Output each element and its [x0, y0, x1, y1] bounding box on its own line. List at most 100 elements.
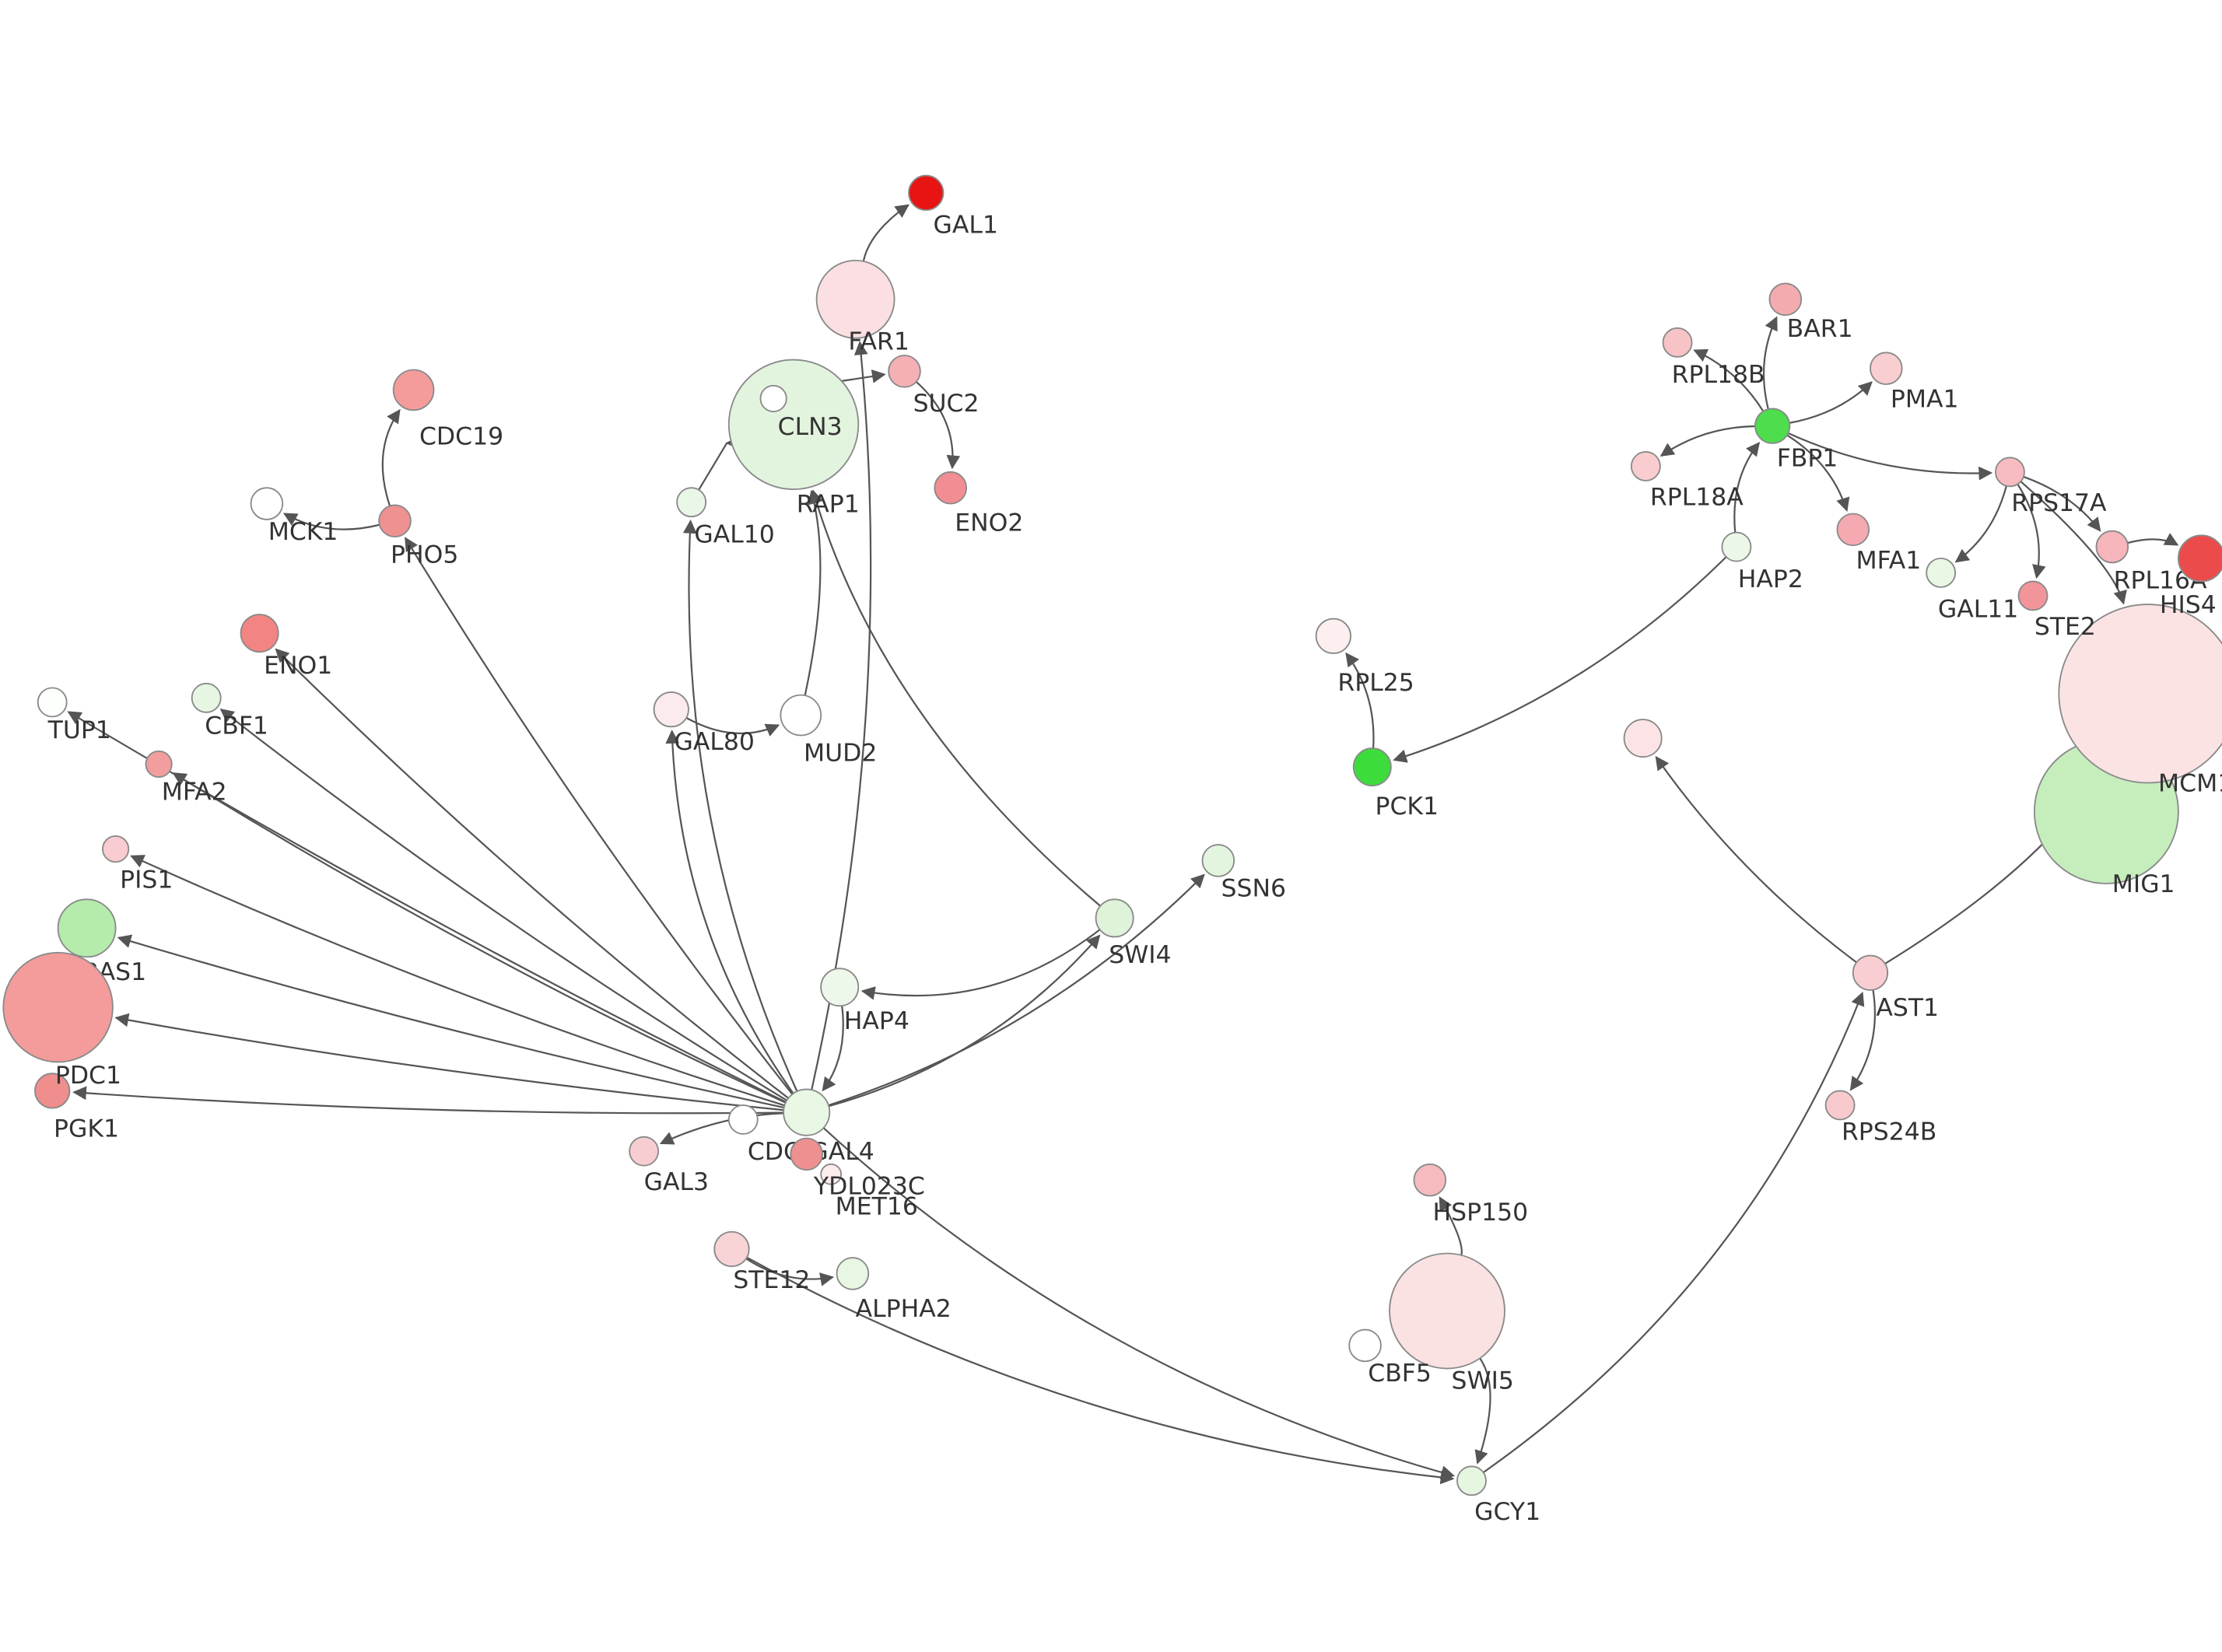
node-ENO1[interactable] — [240, 614, 279, 653]
edge-GAL4-ENO1[interactable] — [275, 648, 790, 1099]
node-CBF1[interactable] — [191, 682, 222, 713]
edge-GAL4-PDC1[interactable] — [114, 1013, 784, 1111]
node-MCM1[interactable] — [2058, 604, 2222, 784]
node-PGK1[interactable] — [34, 1073, 71, 1109]
edge-SWI4-HAP4[interactable] — [860, 929, 1101, 1000]
edge-FAR1-GAL1[interactable] — [862, 204, 909, 262]
edge-GAL4-TUP1[interactable] — [67, 711, 787, 1104]
edge-GAL4-GAL10[interactable] — [682, 519, 798, 1092]
node-TUP1[interactable] — [37, 687, 68, 718]
edge-GAL4-SWI4[interactable] — [828, 934, 1101, 1108]
node-SSN6[interactable] — [1201, 844, 1235, 877]
node-PIS1[interactable] — [102, 835, 130, 863]
node-GAL3[interactable] — [629, 1136, 660, 1167]
edge-RPL16A-HIS4[interactable] — [2127, 533, 2179, 546]
node-MCK1[interactable] — [250, 487, 284, 520]
edge-GAL4-PHO5[interactable] — [405, 537, 794, 1095]
edge-PHO5-CDC19[interactable] — [381, 408, 401, 506]
edge-FBP1-RPL18A[interactable] — [1659, 425, 1755, 457]
edge-GAL4-CBF1[interactable] — [219, 709, 787, 1101]
node-HAP4[interactable] — [820, 968, 860, 1007]
edge-GAL4-PIS1[interactable] — [130, 855, 785, 1107]
edge-SUC2-ENO2[interactable] — [915, 381, 961, 470]
edge-PHO5-MCK1[interactable] — [282, 513, 380, 530]
node-GCY1[interactable] — [1456, 1465, 1487, 1496]
node-RPS24B[interactable] — [1824, 1090, 1856, 1121]
edge-RPS17A-GAL11[interactable] — [1954, 485, 2007, 563]
edge-FBP1-PMA1[interactable] — [1789, 381, 1873, 424]
node-PDC1[interactable] — [2, 951, 114, 1063]
node-RAP1[interactable] — [727, 359, 860, 490]
node-PHO5[interactable] — [378, 504, 412, 538]
edge-PCK1-RPL25[interactable] — [1345, 652, 1375, 749]
edge-GAL4-RAS1[interactable] — [117, 934, 785, 1109]
edge-GAL4-SSN6[interactable] — [828, 873, 1205, 1107]
node-GAL10[interactable] — [676, 487, 707, 518]
node-MFA2[interactable] — [145, 750, 173, 779]
edge-FBP1-RPL18B[interactable] — [1693, 348, 1765, 412]
node-SUC2[interactable] — [888, 355, 921, 388]
edge-MUD2-RAP1[interactable] — [804, 489, 822, 696]
edge-GAL4-PGK1[interactable] — [72, 1086, 784, 1115]
node-RPL18A[interactable] — [1630, 451, 1661, 481]
edge-RPS17A-RPL16A[interactable] — [2023, 475, 2101, 532]
edge-HAP2-PCK1[interactable] — [1393, 556, 1727, 763]
node-SWI5[interactable] — [1389, 1252, 1505, 1370]
node-BAR1[interactable] — [1768, 282, 1803, 317]
node-ALPHA2[interactable] — [836, 1257, 870, 1290]
node-CDC19[interactable] — [392, 369, 435, 411]
node-GAL1[interactable] — [908, 174, 945, 212]
node-SWI4[interactable] — [1095, 898, 1134, 938]
node-RPL16A[interactable] — [2095, 530, 2129, 564]
node-NODE_U[interactable] — [1623, 719, 1663, 758]
node-HAP2[interactable] — [1721, 531, 1752, 562]
node-RPS17A[interactable] — [1995, 457, 2025, 488]
edge-FBP1-MFA1[interactable] — [1786, 434, 1850, 512]
edge-RPS17A-MCM1[interactable] — [2020, 481, 2127, 605]
node-HIS4[interactable] — [2177, 534, 2222, 583]
edge-FBP1-RPS17A[interactable] — [1787, 432, 1993, 481]
node-GAL11[interactable] — [1926, 557, 1957, 588]
edge-SWI5-HSP150[interactable] — [1439, 1196, 1463, 1255]
node-MFA1[interactable] — [1836, 513, 1870, 547]
node-RAS1[interactable] — [57, 898, 117, 958]
node-FAR1[interactable] — [815, 259, 895, 339]
edge-GAL4-GCY1[interactable] — [822, 1127, 1456, 1479]
edge-GAL4-GAL80[interactable] — [665, 730, 794, 1094]
node-CBF5[interactable] — [1348, 1328, 1382, 1363]
node-label-GAL10: GAL10 — [694, 521, 774, 549]
edge-GAL10-RAP1[interactable] — [698, 441, 728, 491]
node-PCK1[interactable] — [1352, 747, 1392, 787]
edge-STE12-ALPHA2[interactable] — [745, 1258, 835, 1286]
edge-GAL80-MUD2[interactable] — [685, 716, 780, 737]
node-HSP150[interactable] — [1413, 1163, 1447, 1197]
edge-FBP1-BAR1[interactable] — [1762, 316, 1778, 410]
node-ENO2[interactable] — [934, 471, 967, 505]
edge-HAP2-FBP1[interactable] — [1733, 442, 1761, 533]
edge-RPS17A-STE2[interactable] — [2017, 483, 2046, 579]
edge-STE12-GCY1[interactable] — [746, 1256, 1455, 1485]
node-FBP1[interactable] — [1754, 408, 1791, 444]
node-STE12[interactable] — [713, 1230, 750, 1268]
node-GAL4[interactable] — [783, 1088, 831, 1136]
node-CLN3[interactable] — [759, 384, 787, 413]
node-GAL80[interactable] — [653, 691, 689, 728]
edge-AST1-RPS24B[interactable] — [1849, 989, 1876, 1091]
node-RPL25[interactable] — [1315, 618, 1351, 654]
node-STE2[interactable] — [2017, 580, 2049, 611]
edge-SWI5-GCY1[interactable] — [1474, 1357, 1491, 1465]
edge-GCY1-AST1[interactable] — [1483, 991, 1865, 1474]
edge-GAL4-MFA2[interactable] — [172, 772, 787, 1104]
node-RPL18B[interactable] — [1662, 327, 1693, 358]
edge-AST1-NODE_U[interactable] — [1655, 755, 1857, 964]
edge-GAL4-GAL3[interactable] — [659, 1112, 784, 1145]
node-label-HSP150: HSP150 — [1433, 1199, 1529, 1227]
node-MUD2[interactable] — [780, 694, 822, 737]
node-YDL023C[interactable] — [790, 1137, 823, 1171]
edge-HAP4-GAL4[interactable] — [822, 1005, 844, 1092]
edge-SWI4-RAP1[interactable] — [809, 489, 1102, 907]
node-AST1[interactable] — [1852, 954, 1889, 991]
node-CDC6[interactable] — [727, 1104, 759, 1135]
node-MET16[interactable] — [820, 1163, 843, 1185]
node-PMA1[interactable] — [1870, 352, 1903, 385]
